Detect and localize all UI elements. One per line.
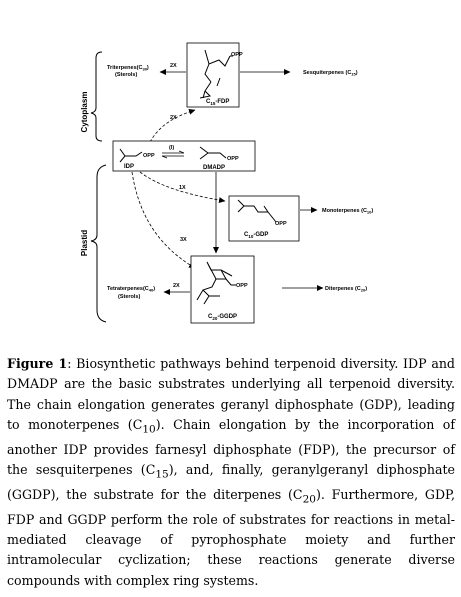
tetraterpenes-2x: 2X [173, 283, 180, 289]
fdp-2x: 2X [170, 115, 177, 121]
ggdp-3x: 3X [180, 237, 187, 243]
caption-part-1: : Biosynthetic pathways behind terpenoid… [7, 356, 455, 432]
idp-opp: OPP [143, 153, 155, 159]
cytoplasm-label: Cytoplasm [80, 92, 89, 133]
idp-to-fdp-dashed-arrow [149, 108, 196, 143]
gdp-box [228, 195, 300, 242]
gdp-opp: OPP [275, 221, 287, 227]
idp-label: IDP [124, 164, 134, 170]
fdp-label: C15-FDP [206, 99, 229, 106]
ggdp-opp: OPP [236, 283, 248, 289]
idp-structure [119, 148, 143, 163]
monoterpenes-label: Monoterpenes (C10) [322, 208, 373, 215]
triterpenes-2x: 2X [170, 63, 177, 69]
terpenoid-pathway-diagram: Cytoplasm Plastid OPP C15-FDP Triterpene… [80, 42, 373, 324]
caption-sub-c15: 15 [155, 468, 169, 481]
ggdp-box [190, 255, 255, 324]
sesquiterpenes-label: Sesquiterpenes (C15) [303, 70, 358, 77]
tetraterpenes-label: Tetraterpenes(C40) [107, 286, 155, 293]
dmadp-structure [199, 146, 227, 160]
cytoplasm-brace [90, 51, 103, 142]
gdp-label: C10-GDP [244, 232, 268, 239]
triterpenes-label: Triterpenes(C30) [107, 65, 149, 72]
plastid-label: Plastid [80, 230, 89, 256]
triterpenes-sterols: (Sterols) [115, 72, 137, 78]
caption-part-3: ), and, finally, geranylgeranyl diphosph… [7, 462, 455, 502]
dmadp-opp: OPP [227, 156, 239, 162]
figure-caption: Figure 1: Biosynthetic pathways behind t… [7, 354, 455, 591]
idp-to-gdp-dashed-arrow [139, 171, 226, 204]
plastid-brace [90, 164, 107, 323]
idp-to-ggdp-dashed-arrow [131, 171, 196, 269]
fdp-structure [199, 49, 233, 99]
ggdp-structure [196, 261, 236, 305]
caption-sub-c10: 10 [142, 423, 156, 436]
ggdp-label: C20-GGDP [208, 314, 237, 321]
dmadp-label: DMADP [203, 165, 225, 171]
fdp-box [186, 42, 240, 108]
tetraterpenes-sterols: (Sterols) [118, 294, 140, 300]
gdp-1x: 1X [179, 185, 186, 191]
caption-part-2: ). Chain elongation by the incorporation… [7, 416, 455, 477]
figure-number: Figure 1 [7, 356, 68, 371]
caption-sub-c20: 20 [302, 493, 316, 506]
fdp-opp: OPP [231, 52, 243, 58]
isomerase-label: (I) [169, 145, 174, 151]
gdp-structure [237, 199, 277, 223]
caption-part-4: ). Furthermore, GDP, FDP and GGDP perfor… [7, 486, 455, 588]
diterpenes-label: Diterpenes (C20) [325, 286, 367, 293]
